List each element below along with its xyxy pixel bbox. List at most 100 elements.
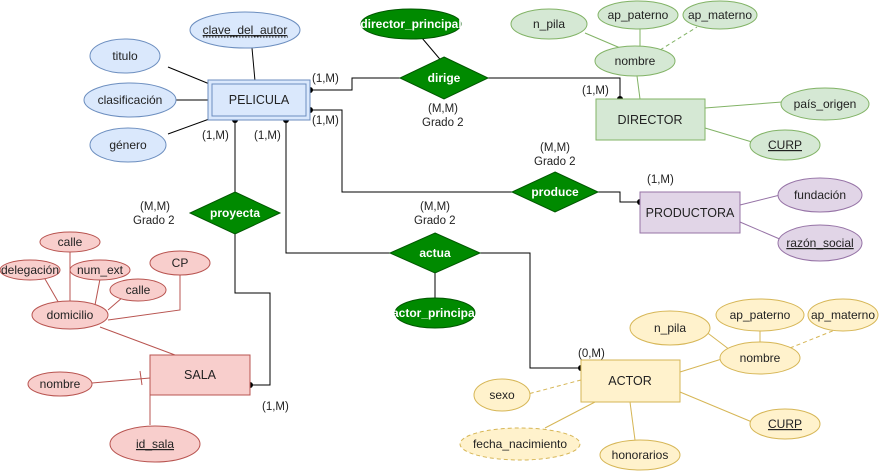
attr-sala-domicilio[interactable]: domicilio [31,300,109,330]
entity-sala-label: SALA [184,368,217,382]
card-director-dirige: (1,M) [582,85,609,97]
relattr-director-principal-label: director_principal [360,17,461,31]
line-dirige-director [488,77,621,99]
line-domicilio-delegacion [44,278,61,306]
line-actor-sexo [527,379,582,395]
line-actnombre-npila [704,330,731,351]
attr-actor-curp-label: CURP [768,417,802,431]
line-pelicula-genero [167,117,213,135]
attr-actor-ap-paterno[interactable]: ap_paterno [715,298,805,332]
card-pelicula-proyecta: (1,M) [202,130,229,142]
relattr-actor-principal[interactable]: actor_principal [392,297,478,329]
degree-actua-type: (M,M) [420,201,450,213]
line-actor-nombre [679,357,726,373]
entity-director[interactable]: DIRECTOR [595,98,706,141]
attr-director-pais-origen[interactable]: país_origen [780,87,870,121]
line-actor-honorarios [629,401,636,441]
relationship-actua-label: actua [419,246,451,260]
attr-productora-fundacion-label: fundación [794,188,846,202]
attr-actor-nombre[interactable]: nombre [719,341,801,375]
attr-sala-id-sala-label: id_sala [136,437,174,451]
attr-sala-nombre-label: nombre [40,377,81,391]
line-pelicula-clave [251,47,256,82]
attr-director-curp[interactable]: CURP [749,129,821,161]
card-pelicula-dirige: (1,M) [312,73,339,85]
entity-actor[interactable]: ACTOR [580,359,681,403]
line-sala-nombre-tick [139,370,143,386]
line-director-curp [704,127,753,143]
relationship-actua[interactable]: actua [388,232,482,274]
attr-director-ap-materno-label: ap_materno [688,8,752,22]
card-sala-proyecta: (1,M) [262,401,289,413]
card-productora-produce: (1,M) [647,174,674,186]
relationship-produce[interactable]: produce [510,171,600,213]
line-domicilio-numext [94,278,101,306]
attr-actor-honorarios[interactable]: honorarios [599,439,681,471]
attr-sala-domicilio-label: domicilio [47,308,94,322]
relattr-director-principal[interactable]: director_principal [360,8,462,40]
attr-actor-ap-materno[interactable]: ap_materno [807,298,879,332]
degree-dirige-type: (M,M) [428,103,458,115]
line-produce-productora [598,191,640,203]
line-actnombre-apmaterno [789,329,836,349]
attr-clave-del-autor-label: clave_del_autor [203,23,288,37]
attr-productora-razon-social[interactable]: razón_social [777,224,863,262]
line-domicilio-calle2 [107,296,124,311]
attr-sala-nombre[interactable]: nombre [27,371,93,397]
attr-clave-del-autor[interactable]: clave_del_autor [189,11,301,49]
attr-actor-curp[interactable]: CURP [749,408,821,440]
degree-produce-type: (M,M) [540,142,570,154]
attr-clasificacion-label: clasificación [98,93,163,107]
attr-actor-n-pila[interactable]: n_pila [629,310,711,346]
relationship-dirige-label: dirige [428,71,461,85]
relationship-proyecta[interactable]: proyecta [188,191,282,235]
attr-director-ap-materno[interactable]: ap_materno [682,0,758,30]
attr-actor-sexo[interactable]: sexo [473,378,531,412]
attr-director-ap-paterno[interactable]: ap_paterno [597,0,679,30]
attr-sala-cp[interactable]: CP [149,250,211,276]
attr-director-nombre-label: nombre [615,54,656,68]
attr-sala-num-ext-label: num_ext [77,263,124,277]
degree-produce-grade: Grado 2 [534,156,576,168]
attr-actor-honorarios-label: honorarios [612,448,669,462]
attr-sala-num-ext[interactable]: num_ext [69,259,131,281]
line-actor-fecha [544,401,596,429]
attr-director-nombre[interactable]: nombre [594,45,676,77]
attr-sala-delegacion-label: delegación [1,263,59,277]
attr-director-ap-paterno-label: ap_paterno [608,8,669,22]
attr-actor-fecha-nacimiento[interactable]: fecha_nacimiento [459,427,581,461]
attr-titulo[interactable]: titulo [89,38,161,74]
attr-genero[interactable]: género [89,127,167,163]
attr-clasificacion[interactable]: clasificación [83,82,177,118]
attr-actor-nombre-label: nombre [740,351,781,365]
entity-sala[interactable]: SALA [149,354,251,396]
line-productora-razon [739,221,783,241]
line-pelicula-dirige [310,77,400,91]
attr-sala-id-sala[interactable]: id_sala [109,425,201,463]
attr-director-pais-origen-label: país_origen [794,97,857,111]
attr-director-n-pila[interactable]: n_pila [510,8,588,40]
card-pelicula-produce: (1,M) [312,115,339,127]
attr-sala-delegacion[interactable]: delegación [0,259,61,281]
attr-director-n-pila-label: n_pila [533,17,565,31]
entity-actor-label: ACTOR [608,374,652,388]
relationship-dirige[interactable]: dirige [398,56,490,100]
line-actua-actor [480,252,581,369]
line-sala-domicilio [99,326,176,356]
line-nombre-apmaterno [659,26,698,51]
entity-pelicula[interactable]: PELICULA [207,79,311,121]
attr-productora-fundacion[interactable]: fundación [777,177,863,213]
line-proyecta-sala [234,234,271,386]
attr-sala-calle-2[interactable]: calle [109,278,167,302]
attr-sala-calle-1[interactable]: calle [39,231,101,253]
attr-actor-ap-materno-label: ap_materno [811,308,875,322]
degree-dirige-grade: Grado 2 [422,117,464,129]
line-pelicula-actua [285,120,390,254]
attr-director-curp-label: CURP [768,138,802,152]
degree-proyecta-grade: Grado 2 [133,215,175,227]
entity-productora[interactable]: PRODUCTORA [639,191,741,234]
attr-productora-razon-social-label: razón_social [786,236,853,250]
line-productora-fundacion [739,194,781,206]
line-director-nombre [636,75,641,100]
